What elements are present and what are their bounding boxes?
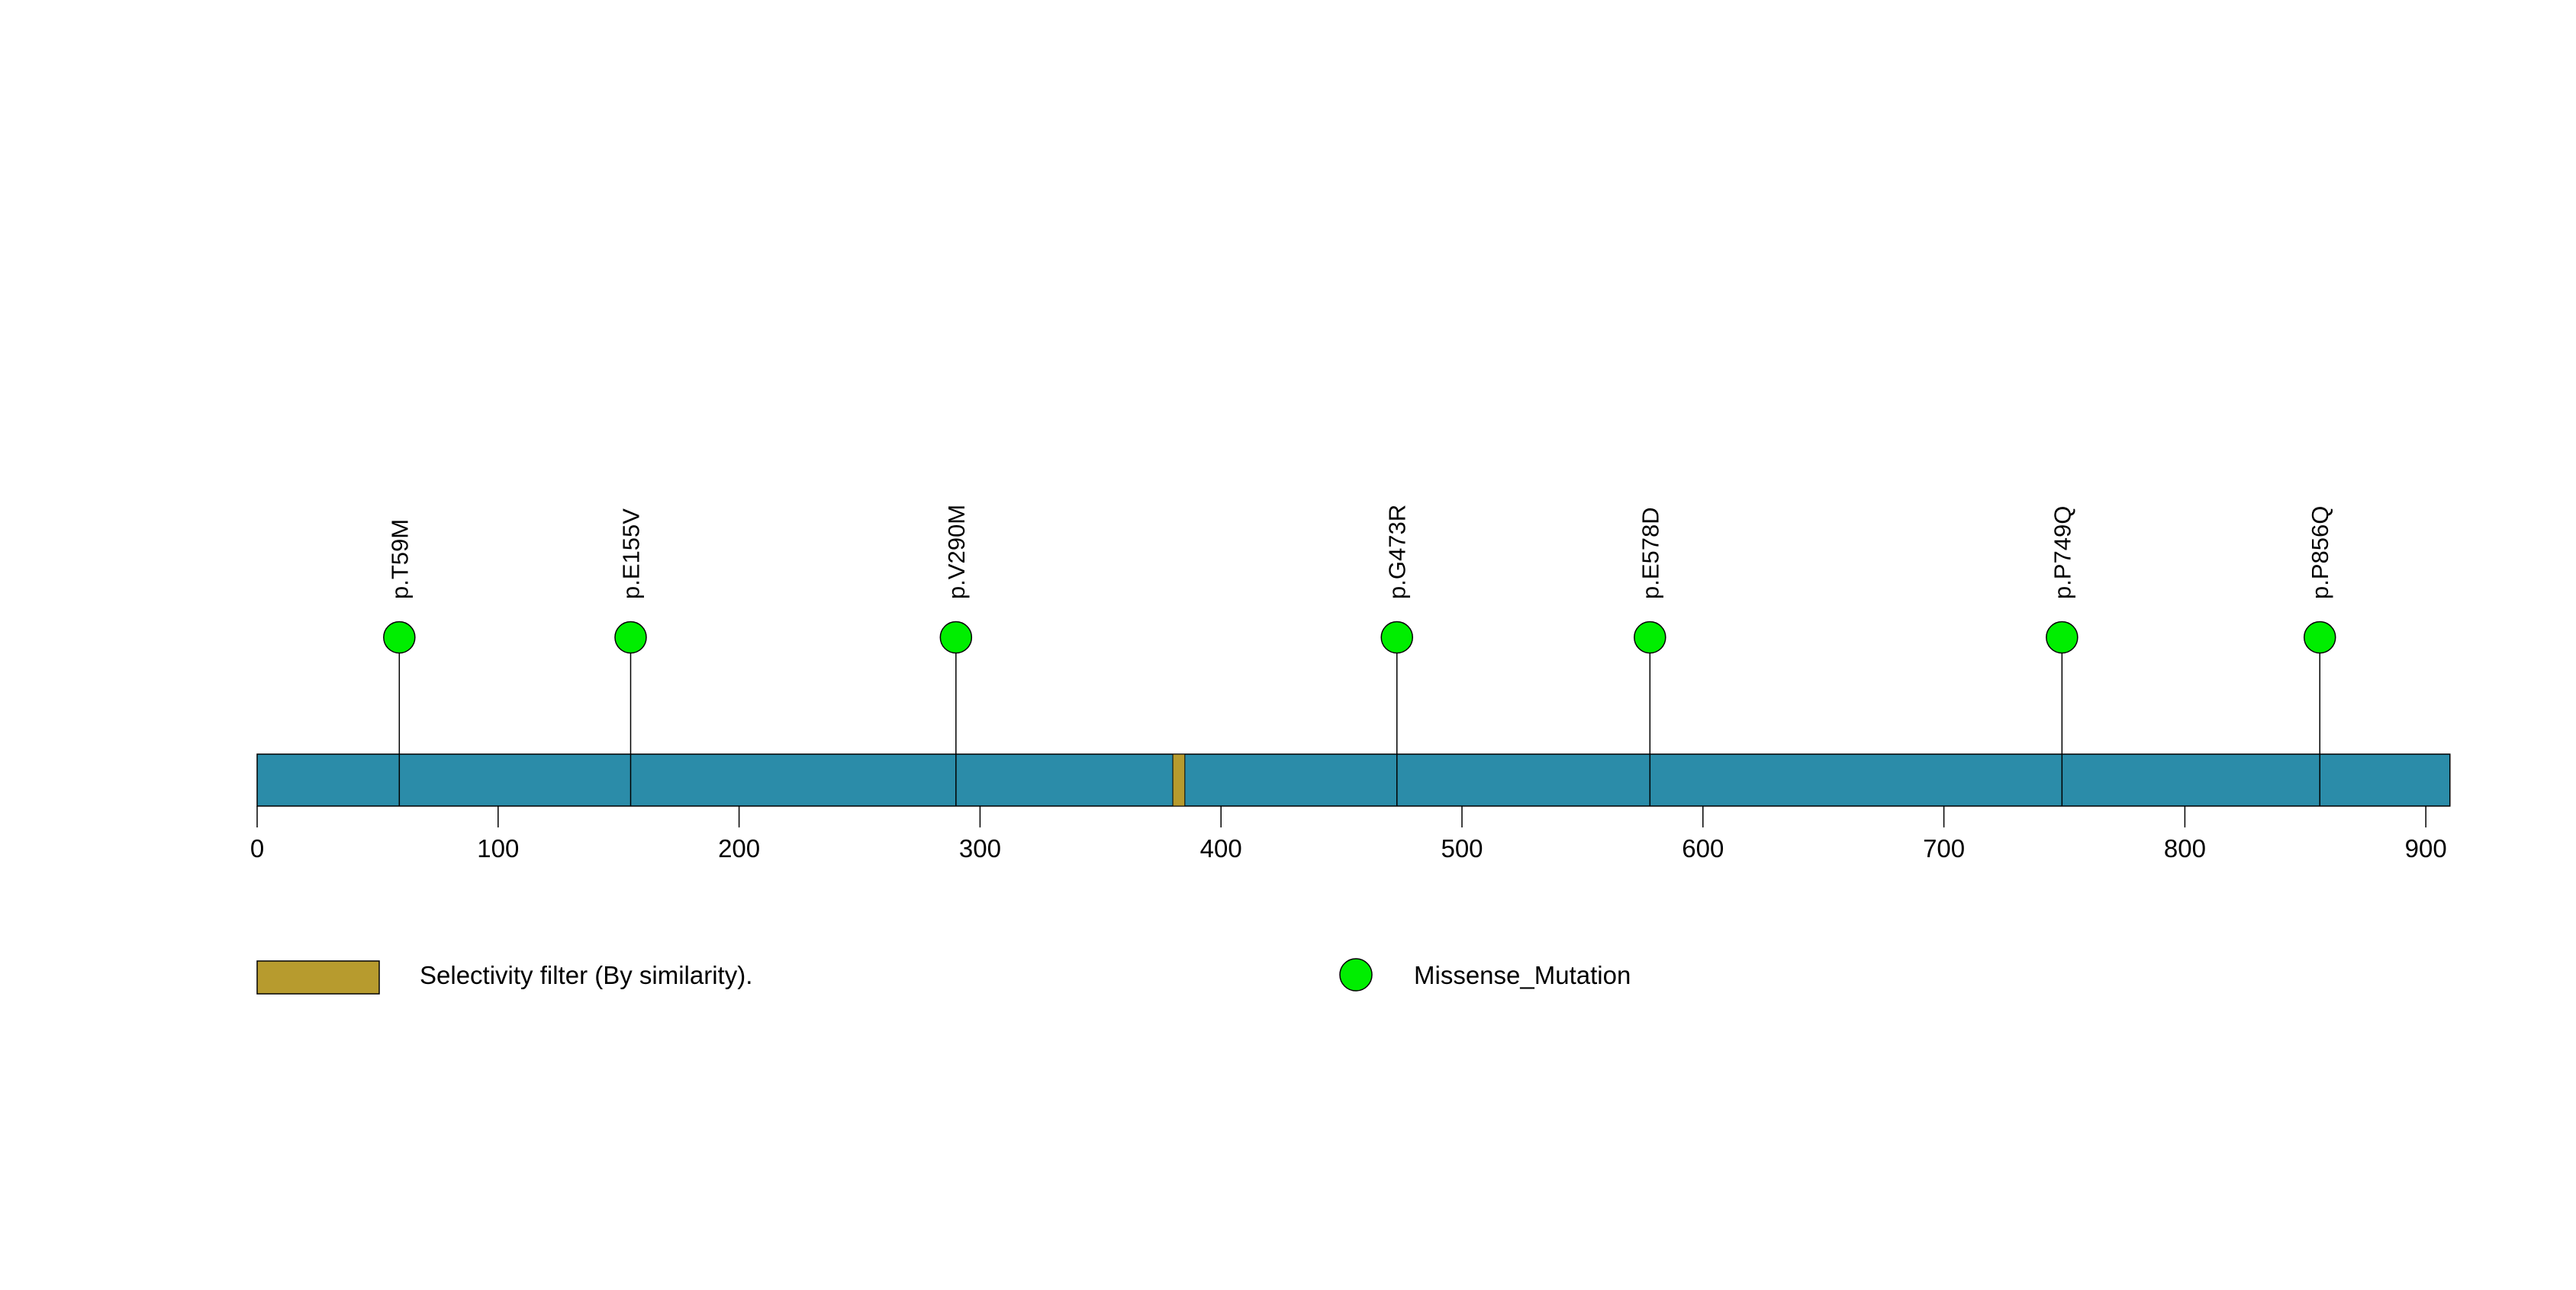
mutation-lollipop: p.T59M — [383, 519, 416, 806]
mutation-lollipop: p.P749Q — [2046, 506, 2079, 806]
axis-tick-label: 700 — [1923, 834, 1965, 863]
axis-tick-label: 400 — [1200, 834, 1242, 863]
mutation-lollipop-group: p.T59M p.E155V p.V290M p.G473R p.E578D p.P749… — [383, 505, 2336, 806]
mutation-circle — [1634, 621, 1666, 654]
legend-feature-swatch — [256, 960, 380, 995]
legend-mutation-label: Missense_Mutation — [1414, 961, 1631, 989]
axis-tick-label: 200 — [718, 834, 760, 863]
mutation-circle — [1380, 621, 1413, 654]
mutation-circle — [2303, 621, 2336, 654]
mutation-lollipop: p.G473R — [1380, 505, 1413, 806]
selectivity-filter-region — [1172, 753, 1186, 807]
mutation-lollipop: p.P856Q — [2303, 506, 2336, 806]
axis-tick-label: 0 — [250, 834, 264, 863]
axis-tick-label: 100 — [477, 834, 519, 863]
mutation-label: p.E155V — [617, 508, 644, 599]
mutation-lollipop: p.E155V — [614, 508, 647, 806]
legend-mutation-swatch — [1339, 958, 1373, 992]
protein-backbone-group — [256, 753, 2451, 807]
axis-tick-label: 900 — [2405, 834, 2447, 863]
mutation-lollipop: p.V290M — [939, 505, 973, 806]
mutation-label: p.P749Q — [2049, 506, 2075, 599]
legend: Selectivity filter (By similarity). Miss… — [256, 958, 1631, 995]
protein-backbone-bar — [256, 753, 2451, 807]
mutation-label: p.T59M — [386, 519, 413, 599]
axis-tick-label: 500 — [1441, 834, 1483, 863]
axis-tick-label: 600 — [1682, 834, 1724, 863]
mutation-circle — [614, 621, 647, 654]
mutation-circle — [2046, 621, 2079, 654]
axis-tick-label: 800 — [2164, 834, 2206, 863]
axis-tick-label: 300 — [959, 834, 1001, 863]
x-axis: 0 100 200 300 400 500 600 700 800 900 — [250, 806, 2447, 863]
protein-feature-group — [1172, 753, 1186, 807]
mutation-lollipop: p.E578D — [1634, 507, 1666, 806]
mutation-label: p.V290M — [943, 505, 970, 599]
mutation-circle — [939, 621, 973, 654]
mutation-label: p.P856Q — [2307, 506, 2333, 599]
legend-feature-label: Selectivity filter (By similarity). — [420, 961, 752, 989]
mutation-label: p.G473R — [1384, 505, 1411, 599]
mutation-label: p.E578D — [1637, 507, 1663, 599]
mutation-circle — [383, 621, 416, 654]
